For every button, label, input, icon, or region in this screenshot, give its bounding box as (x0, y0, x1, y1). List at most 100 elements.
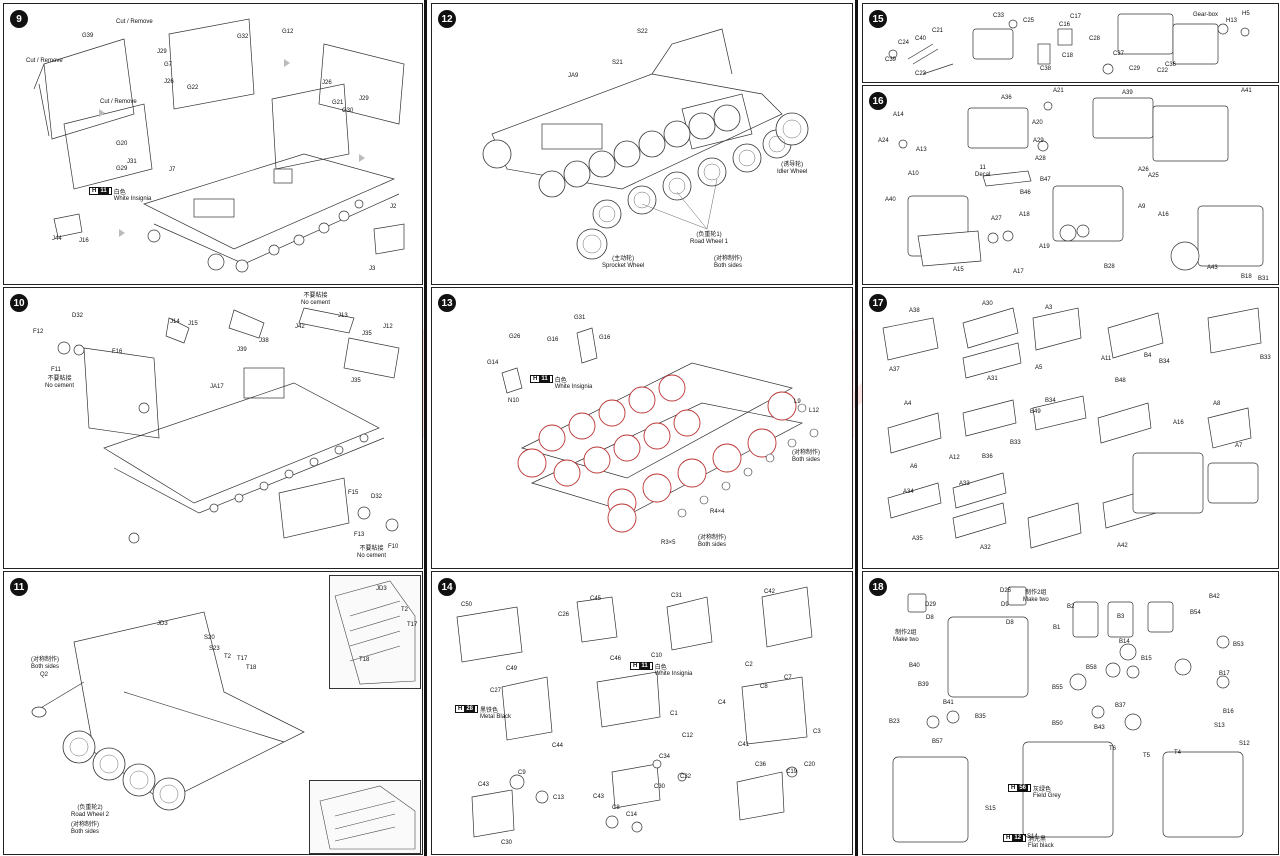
part-label: G39 (82, 33, 94, 39)
part-label: B2 (1067, 604, 1075, 610)
idler-wheel-label: (诱导轮)Idler Wheel (777, 162, 808, 175)
part-label: A17 (1013, 269, 1024, 275)
part-label: A11 (1101, 356, 1112, 362)
part-label: Q2 (40, 672, 49, 678)
part-label: J39 (237, 347, 247, 353)
part-label: C27 (490, 688, 502, 694)
part-label: J2 (390, 204, 397, 210)
part-label: B28 (1104, 264, 1115, 270)
part-label: C13 (553, 795, 565, 801)
part-label: B46 (1020, 190, 1031, 196)
part-label: B36 (982, 454, 993, 460)
part-label: S12 (1239, 741, 1250, 747)
part-label: B15 (1141, 656, 1152, 662)
part-label: C31 (671, 593, 683, 599)
part-label: C40 (915, 36, 927, 42)
part-label: T6 (1109, 746, 1117, 752)
part-label: J14 (170, 319, 180, 325)
part-label: J38 (259, 338, 269, 344)
step-13-drawing (501, 327, 819, 533)
part-label: S20 (204, 635, 215, 641)
part-label: B33 (1010, 440, 1021, 446)
step-9-panel: 9 G39 Cut / Remove Cut / Remove Cut / Re… (3, 3, 423, 285)
step-17-drawing (882, 307, 1262, 549)
part-label: A9 (1138, 204, 1146, 210)
part-label: A27 (991, 216, 1002, 222)
sprocket-wheel-label: (主动轮)Sprocket Wheel (602, 256, 645, 269)
part-label: B58 (1086, 665, 1097, 671)
part-label: A25 (1148, 173, 1159, 179)
inset-label: JD3 (376, 586, 387, 592)
part-label: A13 (916, 147, 927, 153)
part-label: B39 (918, 682, 929, 688)
part-label: G7 (164, 62, 173, 68)
page-divider (855, 0, 858, 856)
part-label: C19 (786, 769, 798, 775)
part-label: B3 (1117, 614, 1125, 620)
both-sides-label: (对称制作)Both sides (698, 535, 727, 548)
inset-drawing (319, 785, 416, 850)
assembly-arrow (99, 109, 105, 117)
part-label: A5 (1035, 365, 1043, 371)
part-label: C23 (915, 71, 927, 77)
part-label: B57 (932, 739, 943, 745)
part-label: C26 (558, 612, 570, 618)
both-sides-label: (对称制作)Both sides (714, 256, 743, 269)
part-label: A8 (1213, 401, 1221, 407)
part-label: A26 (1138, 167, 1149, 173)
part-label: A24 (878, 138, 889, 144)
part-label: J35 (351, 378, 361, 384)
part-label: C8 (612, 805, 620, 811)
part-label: B37 (1115, 703, 1126, 709)
page-divider (424, 0, 427, 856)
both-sides-label: (对称制作)Both sides (792, 450, 821, 463)
detail-inset-bottom (309, 780, 421, 854)
part-label: J26 (164, 79, 174, 85)
part-label: A3 (1045, 305, 1053, 311)
part-label: C30 (501, 840, 513, 846)
part-label: C33 (993, 13, 1005, 19)
road-wheel-label: (负重轮1)Road Wheel 1 (690, 232, 729, 245)
part-label: JD3 (157, 621, 168, 627)
part-label: B1 (1053, 625, 1061, 631)
part-label: T4 (1174, 750, 1182, 756)
part-label: S14 (1027, 834, 1038, 840)
part-label: G16 (547, 337, 559, 343)
part-label: A28 (1035, 156, 1046, 162)
part-label: F15 (348, 490, 359, 496)
part-label: JA9 (568, 73, 579, 79)
part-label: C1 (670, 711, 678, 717)
part-label: A36 (1001, 95, 1012, 101)
part-label: C38 (1040, 66, 1052, 72)
part-label: H13 (1226, 18, 1238, 24)
step-10-drawing (57, 307, 400, 544)
part-label: C8 (760, 684, 768, 690)
part-label: C21 (932, 28, 944, 34)
part-label: B14 (1119, 639, 1130, 645)
part-label: C4 (718, 700, 726, 706)
part-label: Cut / Remove (100, 99, 137, 105)
part-label: A20 (1032, 120, 1043, 126)
part-label: C16 (1059, 22, 1071, 28)
part-label: B16 (1223, 709, 1234, 715)
part-label: G26 (509, 334, 521, 340)
part-label: F11 (51, 367, 61, 373)
step-15-drawing (888, 13, 1250, 75)
part-label: C46 (610, 656, 622, 662)
step-number: 10 (10, 294, 28, 312)
part-label: A10 (908, 171, 919, 177)
part-label: B4 (1144, 353, 1152, 359)
part-label: B18 (1241, 274, 1252, 280)
